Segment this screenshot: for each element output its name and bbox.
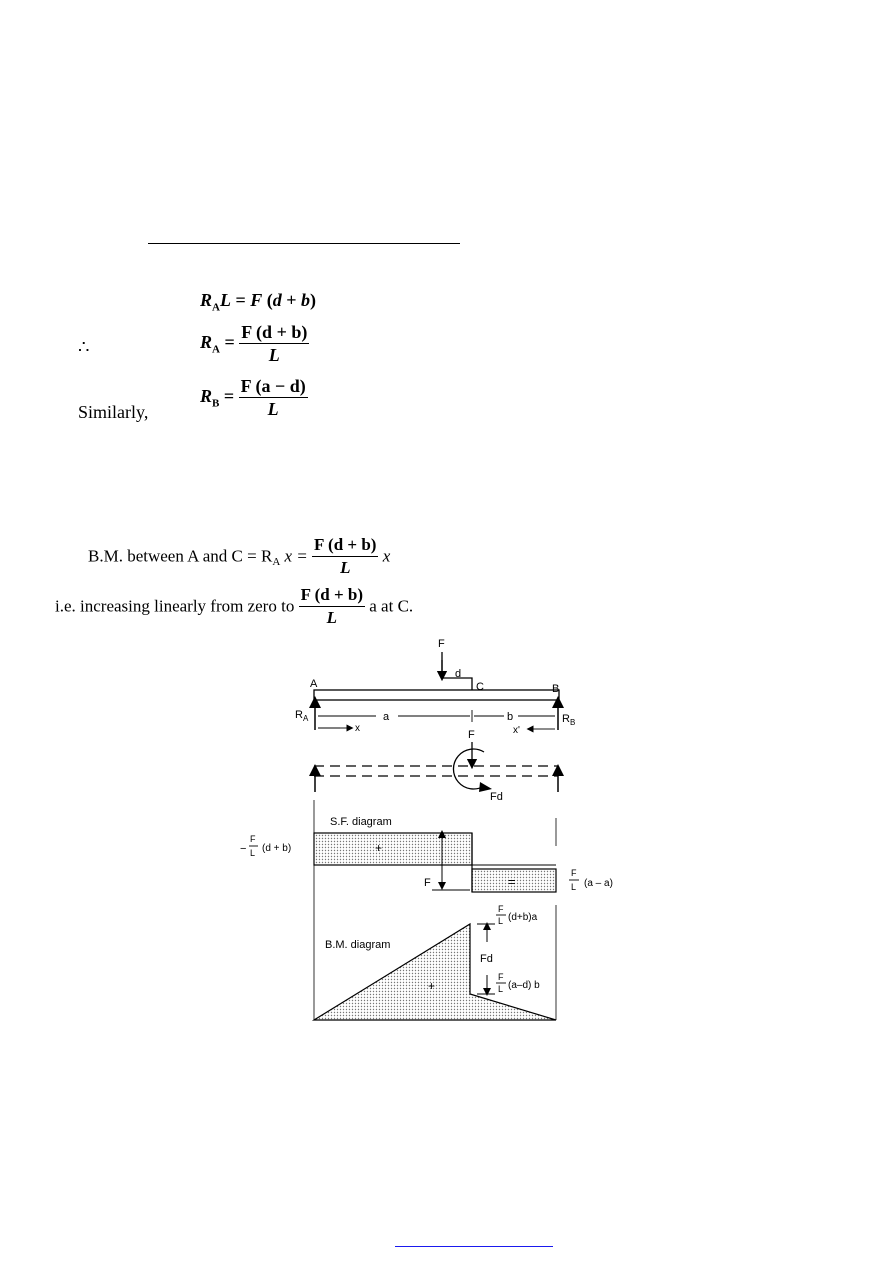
bm-top-frac-f: F (498, 904, 504, 914)
bm-frac-num: F (d + b) (312, 535, 379, 557)
sf-plus: + (375, 841, 382, 855)
beam (313, 660, 560, 701)
sf-left-value: (d + b) (262, 843, 291, 854)
sf-right-value: (a – a) (584, 878, 613, 889)
ra-numerator: F (d + b) (239, 322, 310, 344)
sf-minus: = (508, 874, 516, 889)
point-a: A (310, 678, 318, 690)
bm-line1-sub: A (272, 555, 281, 568)
bm-bottom-value: (a–d) b (508, 980, 540, 991)
dim-b-label: b (507, 711, 513, 723)
offset-label: d (455, 668, 461, 680)
therefore-symbol: ∴ (78, 337, 90, 357)
section-rule (148, 243, 460, 244)
equation-ra: RA = F (d + b) L (200, 322, 310, 365)
rb-denominator: L (267, 399, 279, 419)
bm-frac-den: L (340, 558, 351, 577)
dim-x-label: x (355, 723, 360, 734)
rb-numerator: F (a − d) (238, 376, 308, 398)
similarly-label: Similarly, (78, 402, 149, 422)
equiv-force-label: F (468, 729, 475, 741)
bm-line1-suffix: x (382, 546, 391, 566)
equation-rb: RB = F (a − d) L (200, 376, 308, 419)
sf-left-minus: − (240, 843, 246, 855)
reaction-a-label: RA (295, 709, 309, 723)
footer-link-underline[interactable] (395, 1246, 553, 1247)
bm-line1-mid: x = (284, 546, 308, 566)
dim-xprime-label: x' (513, 725, 520, 736)
bm-line2-frac-num: F (d + b) (298, 585, 365, 607)
point-b: B (552, 683, 559, 695)
equivalent-system (309, 742, 564, 792)
dim-a-label: a (383, 711, 390, 723)
bm-top-frac-l: L (498, 916, 503, 926)
bm-line2-frac-den: L (326, 608, 337, 627)
reaction-b-label: RB (562, 713, 575, 727)
sf-right-frac-l: L (571, 882, 576, 892)
bm-text-line2: i.e. increasing linearly from zero to F … (55, 585, 413, 628)
bm-drop-label: Fd (480, 953, 493, 965)
bm-bottom-frac-l: L (498, 984, 503, 994)
bm-line2-prefix: i.e. increasing linearly from zero to (55, 596, 295, 616)
bm-bottom-frac-f: F (498, 972, 504, 982)
sf-right-frac-f: F (571, 868, 577, 878)
bm-line2-suffix: a at C. (369, 596, 414, 616)
ra-denominator: L (268, 345, 280, 365)
bm-text-line1: B.M. between A and C = RA x = F (d + b) … (88, 535, 390, 578)
load-label: F (438, 638, 445, 650)
bm-line1-prefix: B.M. between A and C = R (88, 546, 273, 566)
sf-left-frac-l: L (250, 848, 255, 858)
point-c: C (476, 681, 484, 693)
sf-jump-label: F (424, 877, 431, 889)
bm-top-value: (d+b)a (508, 912, 538, 923)
moment-label: Fd (490, 791, 503, 803)
equation-moment: RAL = F (d + b) (200, 290, 317, 314)
sf-title: S.F. diagram (330, 816, 392, 828)
sf-positive-block (313, 832, 473, 866)
bm-shape (311, 922, 557, 1021)
bm-plus: + (428, 979, 435, 993)
sf-left-frac-f: F (250, 834, 256, 844)
bm-title: B.M. diagram (325, 939, 390, 951)
